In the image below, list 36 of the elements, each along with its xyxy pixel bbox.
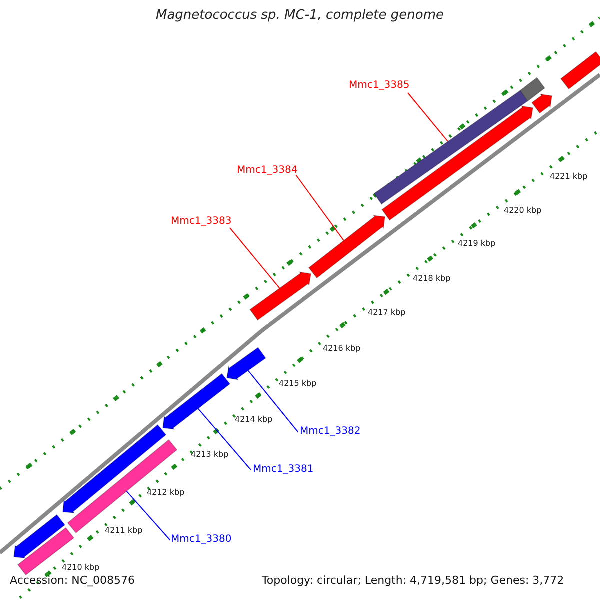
leader-line (408, 92, 448, 142)
leader-line (248, 370, 298, 432)
gene-bar (226, 347, 266, 380)
leader-line (296, 174, 344, 242)
gene-bar (520, 77, 546, 102)
position-label: 4211 kbp (105, 527, 143, 536)
position-label: 4215 kbp (279, 380, 317, 389)
gene-bar (162, 373, 231, 430)
position-label: 4213 kbp (191, 451, 229, 460)
leader-line (198, 408, 252, 470)
position-label: 4212 kbp (147, 489, 185, 498)
genome-stats-text: Topology: circular; Length: 4,719,581 bp; Genes: 3,772 (262, 575, 564, 588)
gene-bar (374, 90, 528, 205)
gene-bar (250, 272, 312, 321)
position-label: 4218 kbp (413, 275, 451, 284)
gene-label: Mmc1_3385 (349, 80, 410, 91)
gene-label: Mmc1_3384 (237, 165, 298, 176)
leader-line (126, 490, 170, 540)
title: Magnetococcus sp. MC-1, complete genome (154, 9, 446, 24)
position-label: 4220 kbp (504, 207, 542, 216)
gene-bar (14, 514, 66, 559)
leader-line (230, 228, 280, 289)
accession-text: Accession: NC_008576 (10, 575, 136, 588)
gene-label: Mmc1_3383 (171, 216, 232, 227)
gene-bar (62, 424, 167, 514)
gene-bar (308, 215, 386, 279)
gene-bar (560, 51, 600, 90)
position-label: 4216 kbp (323, 345, 361, 354)
gene-label: Mmc1_3381 (253, 464, 314, 475)
gene-bar (532, 94, 552, 114)
position-label: 4210 kbp (62, 564, 100, 573)
gene-label: Mmc1_3382 (300, 426, 361, 437)
position-label: 4217 kbp (368, 309, 406, 318)
position-label: 4221 kbp (550, 173, 588, 182)
position-label: 4219 kbp (458, 240, 496, 249)
gene-label: Mmc1_3380 (171, 534, 232, 545)
